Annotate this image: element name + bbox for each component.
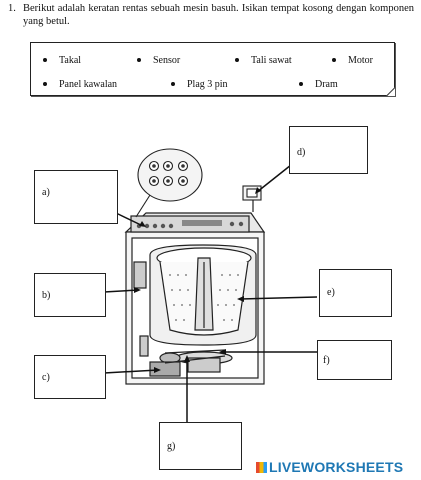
logo-mark-icon (256, 462, 267, 473)
answer-label: f) (323, 355, 330, 366)
word-bank-item: Sensor (137, 55, 180, 66)
word-bank: Takal Sensor Tali sawat Motor Panel kawa… (30, 42, 396, 97)
answer-label: c) (42, 372, 50, 383)
answer-box-a[interactable]: a) (34, 170, 118, 224)
answer-box-g[interactable]: g) (159, 422, 242, 470)
liveworksheets-logo: LIVEWORKSHEETS (256, 459, 403, 475)
word-bank-item: Panel kawalan (43, 79, 117, 90)
word-bank-item: Motor (332, 55, 373, 66)
word-bank-item: Tali sawat (235, 55, 292, 66)
answer-label: g) (167, 441, 176, 452)
answer-label: b) (42, 290, 51, 301)
answer-label: d) (297, 147, 306, 158)
word-bank-item: Plag 3 pin (171, 79, 228, 90)
answer-box-d[interactable]: d) (289, 126, 368, 174)
answer-box-c[interactable]: c) (34, 355, 106, 399)
word-bank-item: Takal (43, 55, 81, 66)
answer-box-e[interactable]: e) (319, 269, 392, 317)
word-bank-item: Dram (299, 79, 338, 90)
answer-label: a) (42, 187, 50, 198)
answer-box-b[interactable]: b) (34, 273, 106, 317)
answer-label: e) (327, 287, 335, 298)
answer-box-f[interactable]: f) (317, 340, 392, 380)
question-text: Berikut adalah keratan rentas sebuah mes… (23, 3, 414, 27)
question-number: 1. (8, 3, 16, 14)
